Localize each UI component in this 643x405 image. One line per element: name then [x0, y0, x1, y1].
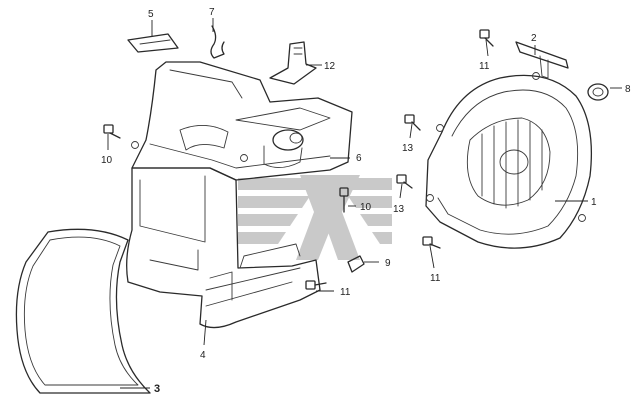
callout-6: 6 — [356, 153, 362, 164]
callout-10-left: 10 — [101, 155, 113, 166]
bolt-11-lower-right — [422, 236, 441, 249]
callout-11-bottom: 11 — [340, 287, 351, 298]
bolt-11-bottom — [305, 280, 327, 290]
spring-clip-part — [210, 25, 225, 59]
callout-11-right: 11 — [430, 273, 441, 284]
fan-cover-part — [425, 72, 593, 249]
bracket-part — [515, 41, 569, 79]
callout-9: 9 — [385, 258, 391, 269]
callout-4: 4 — [200, 350, 206, 361]
callout-8: 8 — [625, 84, 631, 95]
mount-part — [269, 41, 317, 85]
bolt-10-left — [103, 124, 121, 139]
upper-shroud-part — [131, 61, 353, 181]
callout-3: 3 — [154, 383, 160, 395]
callout-13-upper: 13 — [402, 143, 414, 154]
callout-13-lower: 13 — [393, 204, 405, 215]
bolt-13-lower — [396, 174, 413, 189]
callout-7: 7 — [209, 7, 215, 18]
callout-1: 1 — [591, 197, 597, 208]
callout-10-middle: 10 — [360, 202, 372, 213]
bolt-11-top — [479, 29, 494, 47]
screw-10-middle — [339, 187, 349, 213]
callout-5: 5 — [148, 9, 154, 20]
nut-9 — [347, 255, 365, 273]
clip-part — [127, 33, 179, 53]
watermark-logo — [238, 175, 392, 260]
grommet-part — [587, 83, 609, 101]
gasket-part — [15, 228, 151, 394]
callout-11-top: 11 — [479, 61, 490, 72]
callout-2: 2 — [531, 33, 537, 44]
leader-lines — [107, 18, 622, 389]
callout-12: 12 — [324, 61, 336, 72]
bolt-13-upper — [404, 114, 421, 131]
cylinder-shroud-part — [126, 167, 321, 329]
